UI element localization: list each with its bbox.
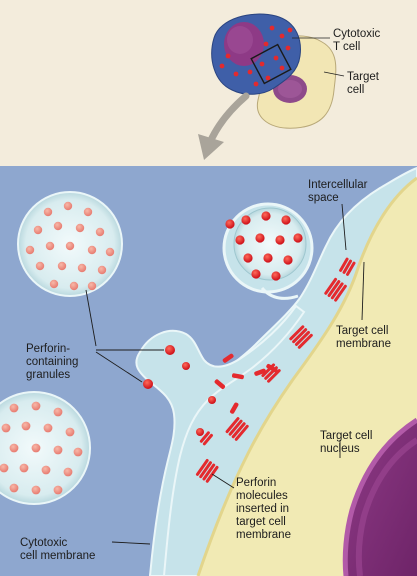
label-line: Perforin <box>236 477 276 489</box>
fusion-channel <box>135 304 306 576</box>
label-line: granules <box>26 369 70 381</box>
label-line: molecules <box>236 490 288 502</box>
label-line: inserted in <box>236 503 289 515</box>
zoom-box <box>250 43 292 85</box>
label-line: T cell <box>333 41 360 53</box>
label-line: nucleus <box>320 443 360 455</box>
perforin-dots-granule-2 <box>0 401 83 495</box>
label-line: target cell <box>236 516 286 528</box>
membrane-perforin-pores <box>195 257 356 483</box>
label-line: Cytotoxic <box>20 537 68 549</box>
released-perforin <box>143 345 216 436</box>
label-line: membrane <box>336 338 391 350</box>
zoom-arrow <box>208 92 250 142</box>
label-line: Perforin- <box>26 343 70 355</box>
label-line: space <box>308 192 339 204</box>
label-line: Target cell <box>336 325 388 337</box>
label-line: Target <box>347 71 380 83</box>
label-line: containing <box>26 356 78 368</box>
target-cell-cytoplasm <box>196 176 417 576</box>
label-line: Intercellular <box>308 179 368 191</box>
zoom-arrow-head <box>198 134 224 160</box>
leader-target <box>323 71 345 77</box>
target-nucleus <box>345 420 417 576</box>
label-line: membrane <box>236 529 291 541</box>
target-membrane-line <box>196 176 417 576</box>
main-leader-lines <box>85 203 365 545</box>
label-line: Target cell <box>320 430 372 442</box>
label-line: Cytotoxic <box>333 28 381 40</box>
label-line: cell membrane <box>20 550 95 562</box>
perforin-dots-granule-3 <box>225 211 303 281</box>
perforin-dots-granule-1 <box>25 201 115 291</box>
label-line: cell <box>347 84 364 96</box>
nuclear-envelope <box>342 417 417 576</box>
t-cell-granules <box>219 25 293 87</box>
